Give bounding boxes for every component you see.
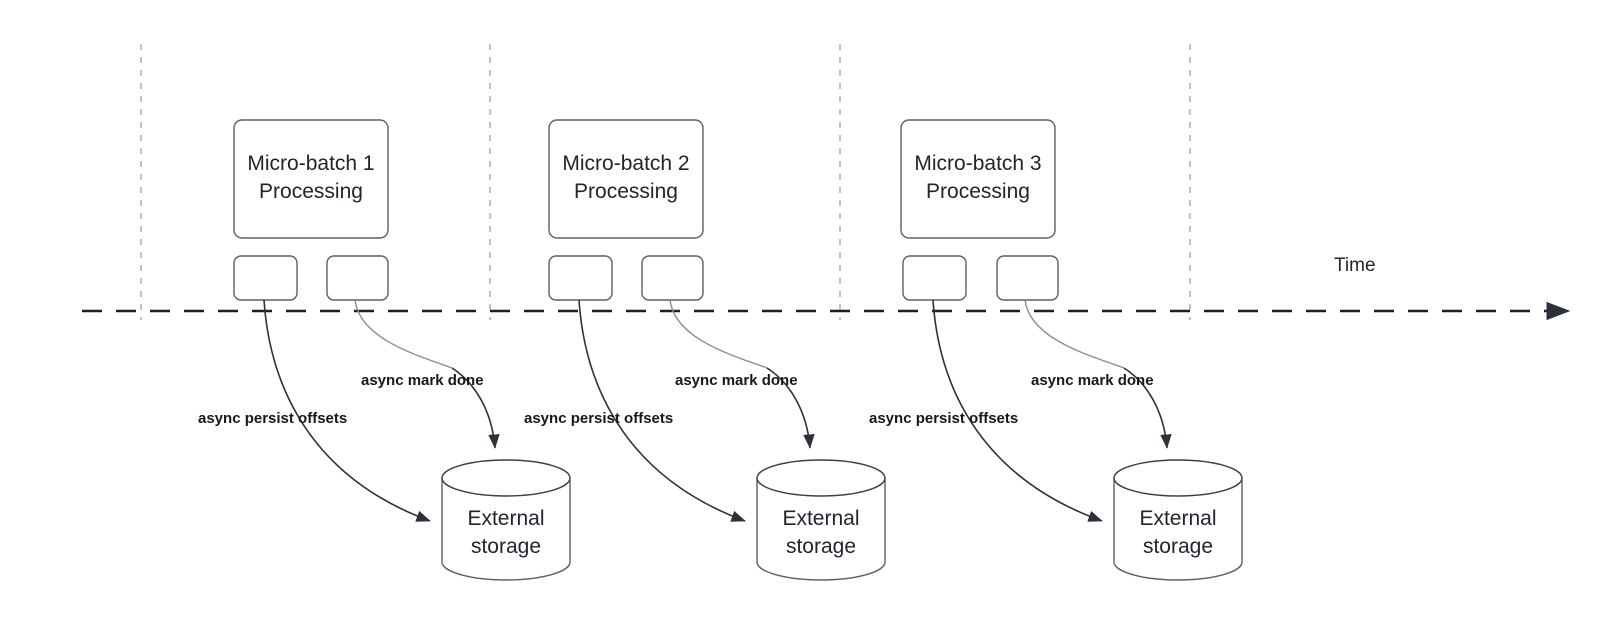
async-mark-done-arrow-tail bbox=[1123, 367, 1172, 449]
group-1 bbox=[233, 119, 571, 581]
group-2 bbox=[548, 119, 886, 581]
async-mark-done-arrow-tail bbox=[766, 367, 815, 449]
task-box-persist[interactable] bbox=[233, 255, 298, 301]
micro-batch-box[interactable] bbox=[548, 119, 704, 239]
external-storage-cylinder[interactable] bbox=[1113, 459, 1243, 581]
async-mark-done-arrow-tail bbox=[451, 367, 500, 449]
async-mark-done-arrow bbox=[669, 299, 768, 369]
async-persist-offsets-arrow bbox=[578, 299, 746, 522]
external-storage-cylinder[interactable] bbox=[756, 459, 886, 581]
async-persist-offsets-arrow bbox=[263, 299, 431, 522]
task-box-mark[interactable] bbox=[326, 255, 389, 301]
micro-batch-box[interactable] bbox=[233, 119, 389, 239]
task-box-persist[interactable] bbox=[548, 255, 613, 301]
async-persist-offsets-arrow bbox=[932, 299, 1103, 522]
group-3 bbox=[900, 119, 1243, 581]
task-box-mark[interactable] bbox=[996, 255, 1059, 301]
async-mark-done-arrow bbox=[1024, 299, 1125, 369]
micro-batch-box[interactable] bbox=[900, 119, 1056, 239]
async-mark-done-arrow bbox=[354, 299, 453, 369]
task-box-mark[interactable] bbox=[641, 255, 704, 301]
external-storage-cylinder[interactable] bbox=[441, 459, 571, 581]
task-box-persist[interactable] bbox=[902, 255, 967, 301]
